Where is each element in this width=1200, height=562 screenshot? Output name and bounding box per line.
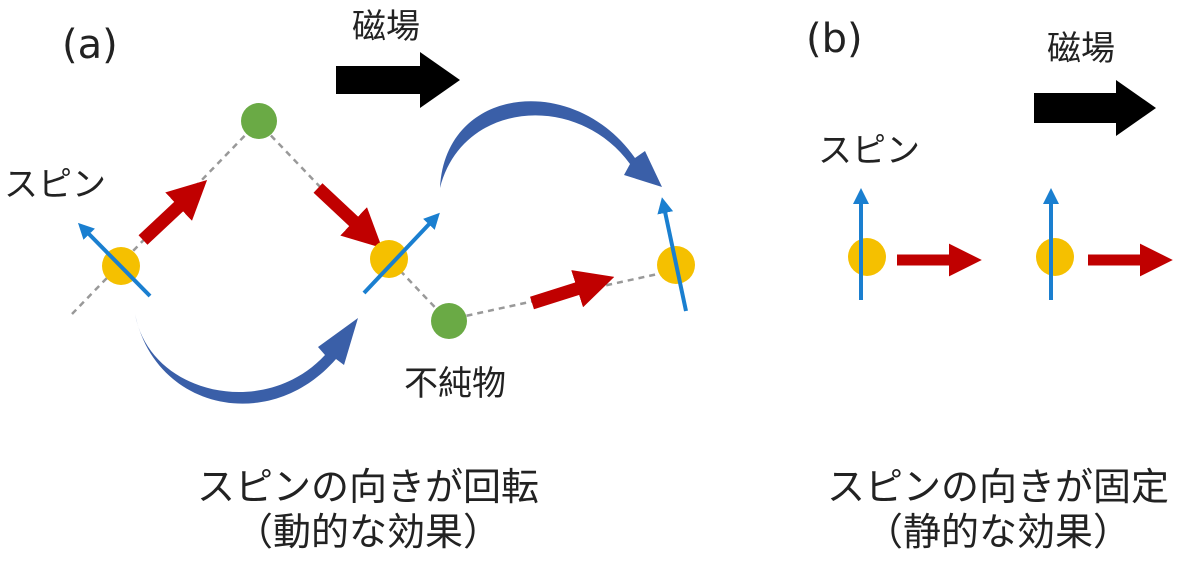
- panel-b-caption-line2: （静的な効果）: [865, 510, 1131, 554]
- panel-a-electron-2: [370, 240, 408, 278]
- panel-a-caption-line2: （動的な効果）: [235, 510, 501, 554]
- panel-a-field-label: 磁場: [352, 7, 420, 47]
- panel-b-label: (b): [806, 16, 863, 62]
- panel-a-spin-arrow-3: [657, 197, 688, 312]
- panel-a-rotation-arrow-bottom: [135, 314, 358, 404]
- panel-b-electron-1: [848, 238, 886, 276]
- panel-a-field-arrow: [336, 52, 460, 108]
- panel-a-label: (a): [62, 22, 118, 68]
- panel-a-impurity-1: [241, 103, 277, 139]
- panel-b-field-arrow: [1034, 80, 1156, 136]
- panel-a-spin-arrow-1: [77, 222, 152, 298]
- panel-b-caption-line1: スピンの向きが固定: [827, 465, 1169, 509]
- panel-a-motion-arrow-1: [138, 180, 208, 245]
- panel-b-electron-2: [1036, 238, 1074, 276]
- panel-a: (a) 磁場 スピン 不純物 スピンの向きが回転 （動的な効果）: [4, 7, 695, 554]
- panel-a-caption-line1: スピンの向きが回転: [197, 465, 539, 509]
- panel-a-rotation-arrow-top: [440, 101, 662, 188]
- panel-a-impurity-label: 不純物: [404, 364, 506, 404]
- panel-b-spin-label: スピン: [818, 131, 920, 171]
- panel-a-spin-label: スピン: [4, 165, 106, 205]
- panel-a-motion-arrow-3: [530, 270, 615, 310]
- panel-a-impurity-2: [431, 303, 467, 339]
- panel-b-field-label: 磁場: [1047, 29, 1115, 69]
- panel-a-motion-arrow-2: [313, 183, 383, 248]
- panel-b: (b) 磁場 スピン スピンの向きが固定 （静的な効果）: [806, 16, 1173, 554]
- panel-a-spin-arrow-2: [362, 212, 440, 295]
